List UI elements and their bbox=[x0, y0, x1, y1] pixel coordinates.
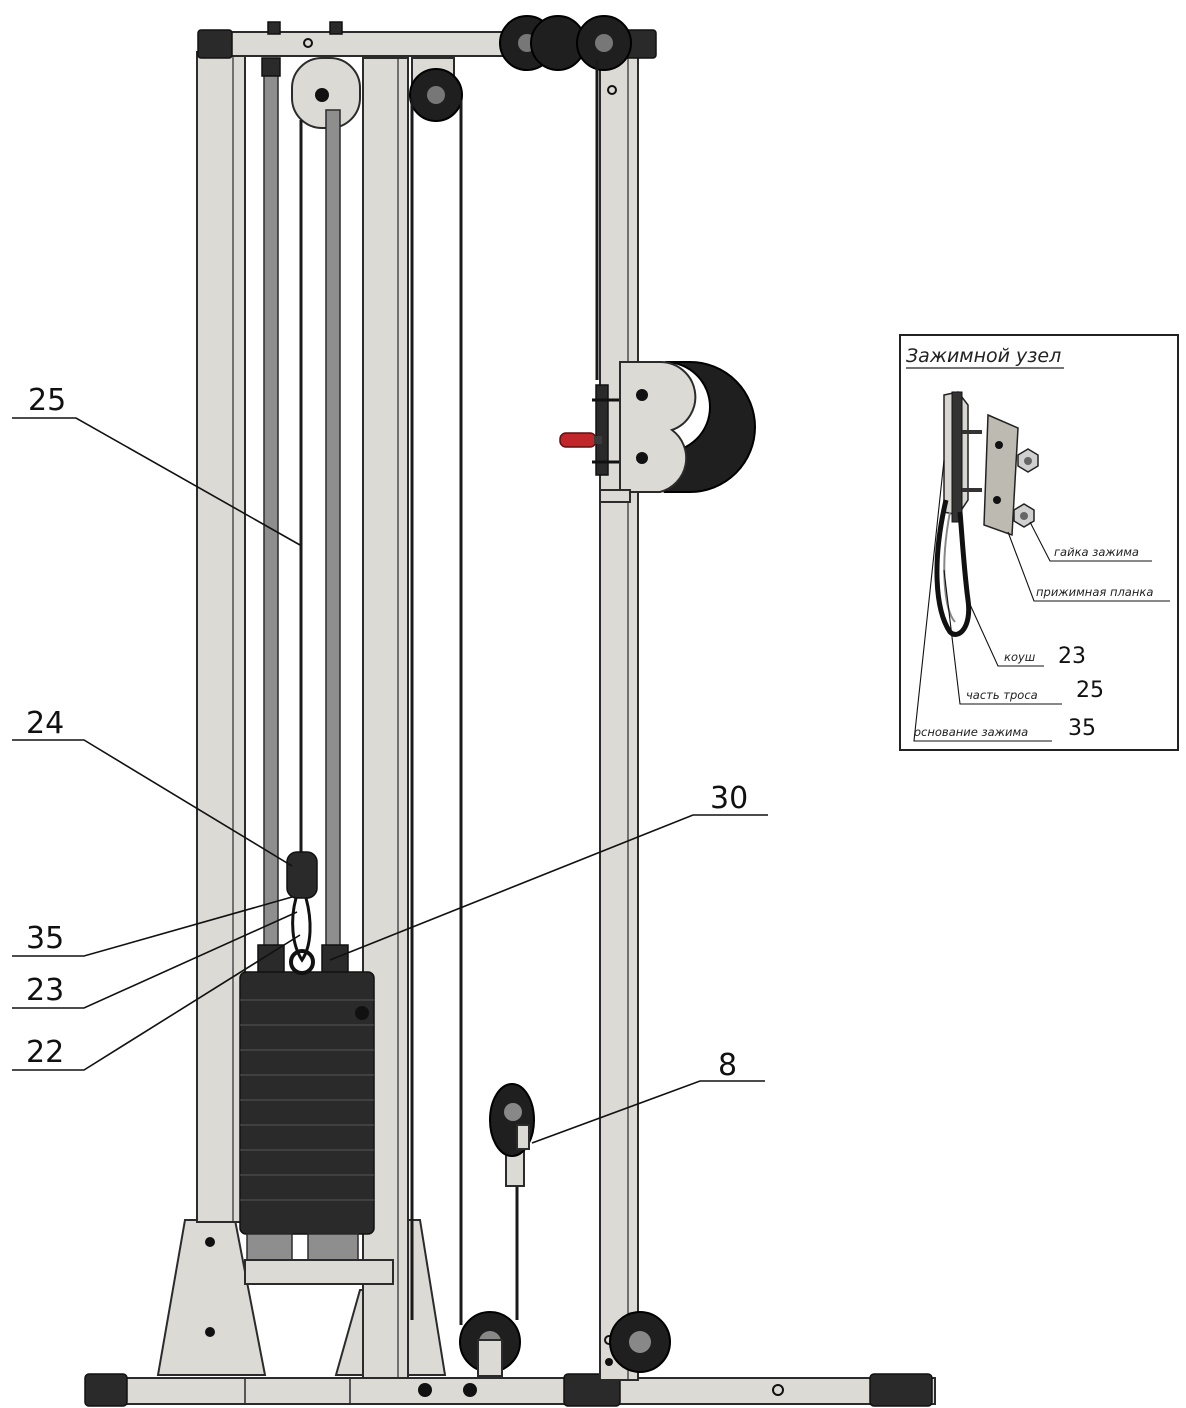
inset-num-thimble: 23 bbox=[1058, 644, 1086, 669]
right-upright bbox=[599, 54, 639, 1381]
inset-num-cable-part: 25 bbox=[1076, 678, 1104, 703]
cables bbox=[299, 60, 599, 1325]
inset-clamp-drawing bbox=[934, 391, 1039, 637]
inset-num-clamp-base: 35 bbox=[1068, 716, 1096, 741]
svg-text:8: 8 bbox=[718, 1048, 737, 1083]
svg-text:23: 23 bbox=[26, 973, 64, 1008]
weight-stack bbox=[239, 944, 394, 1285]
svg-text:прижимная планка: прижимная планка bbox=[1036, 585, 1153, 599]
top-pulleys bbox=[291, 15, 632, 129]
low-pulley bbox=[489, 1083, 535, 1187]
bottom-pulleys bbox=[459, 1311, 671, 1377]
callout-30: 30 bbox=[329, 781, 768, 961]
inset-title: Зажимной узел bbox=[906, 345, 1061, 367]
callout-22: 22 bbox=[12, 934, 301, 1071]
pulley-carriage bbox=[592, 360, 756, 503]
svg-text:30: 30 bbox=[710, 781, 748, 816]
svg-text:часть троса: часть троса bbox=[966, 688, 1038, 702]
svg-text:гайка зажима: гайка зажима bbox=[1054, 545, 1139, 559]
svg-text:22: 22 bbox=[26, 1035, 64, 1070]
svg-text:коуш: коуш bbox=[1004, 650, 1036, 664]
cable-clamp bbox=[286, 851, 318, 975]
callout-23: 23 bbox=[12, 911, 298, 1009]
inset-clamp-detail: Зажимной узел гайка зажима прижимная пла… bbox=[899, 334, 1179, 751]
base-frame bbox=[84, 1373, 936, 1407]
inset-label-cable-part: часть троса 25 bbox=[943, 569, 1104, 705]
inset-label-plate: прижимная планка bbox=[1007, 531, 1170, 602]
callout-25: 25 bbox=[12, 383, 301, 546]
inset-label-nut: гайка зажима bbox=[1029, 521, 1152, 562]
svg-text:основание зажима: основание зажима bbox=[914, 725, 1028, 739]
inset-label-clamp-base: основание зажима 35 bbox=[913, 459, 1096, 742]
svg-text:24: 24 bbox=[26, 706, 64, 741]
callout-8: 8 bbox=[531, 1048, 765, 1144]
callout-35: 35 bbox=[12, 896, 293, 957]
svg-text:25: 25 bbox=[28, 383, 66, 418]
left-upright bbox=[196, 51, 246, 1223]
selector-pin-icon[interactable] bbox=[559, 432, 602, 448]
inset-label-thimble: коуш 23 bbox=[967, 599, 1086, 669]
svg-text:35: 35 bbox=[26, 921, 64, 956]
callout-24: 24 bbox=[12, 706, 293, 867]
